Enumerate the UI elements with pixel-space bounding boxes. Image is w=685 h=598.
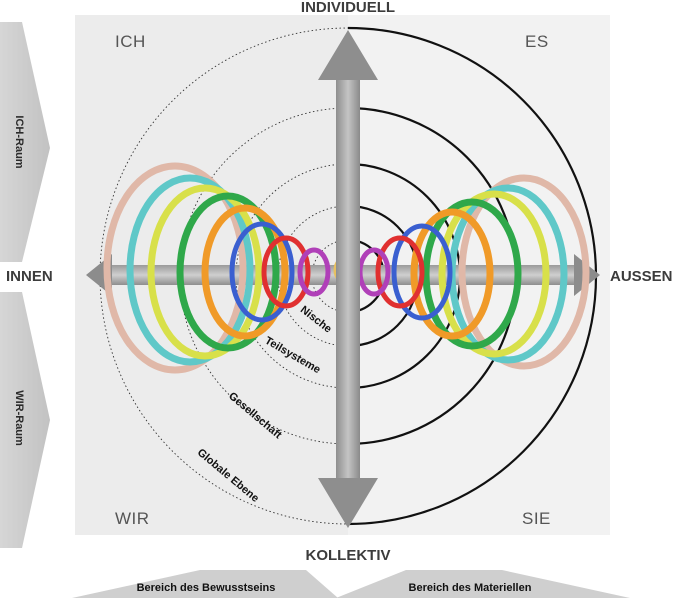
coil-left-4 bbox=[201, 204, 289, 340]
coil-left-6 bbox=[261, 235, 311, 309]
coils bbox=[103, 162, 590, 374]
quadrant-sie: SIE bbox=[522, 509, 551, 528]
side-chevrons bbox=[0, 22, 50, 548]
coil-right-0 bbox=[458, 174, 590, 370]
quadrant-ich: ICH bbox=[115, 32, 146, 51]
coil-right-2 bbox=[438, 190, 550, 358]
axis-label-top: INDIVIDUELL bbox=[301, 0, 395, 16]
coil-left-3 bbox=[176, 192, 280, 352]
coil-left-2 bbox=[147, 184, 263, 360]
axis-label-left: INNEN bbox=[6, 268, 53, 285]
axis-label-bottom: KOLLEKTIV bbox=[306, 547, 391, 564]
side-label-wir-raum: WIR-Raum bbox=[13, 390, 25, 446]
ich-raum-chevron bbox=[0, 22, 50, 262]
wir-raum-chevron bbox=[0, 292, 50, 548]
side-label-ich-raum: ICH-Raum bbox=[13, 115, 25, 168]
materiell-bar bbox=[336, 570, 630, 598]
coil-right-6 bbox=[375, 235, 425, 309]
quadrant-wir: WIR bbox=[115, 509, 150, 528]
bottom-label-materiell: Bereich des Materiellen bbox=[409, 582, 532, 594]
coil-right-4 bbox=[410, 208, 494, 340]
bottom-label-bewusstsein: Bereich des Bewusstseins bbox=[137, 582, 276, 594]
coil-left-7 bbox=[297, 247, 331, 297]
bewusstsein-bar bbox=[72, 570, 338, 598]
coil-right-3 bbox=[422, 198, 522, 350]
axis-label-right: AUSSEN bbox=[610, 268, 673, 285]
coil-right-5 bbox=[391, 223, 453, 321]
bottom-bars bbox=[72, 570, 630, 598]
vertical-arrow bbox=[318, 30, 378, 528]
coil-left-5 bbox=[229, 221, 295, 323]
quadrant-es: ES bbox=[525, 32, 549, 51]
coil-left-0 bbox=[103, 162, 247, 374]
coil-left-1 bbox=[126, 174, 254, 366]
